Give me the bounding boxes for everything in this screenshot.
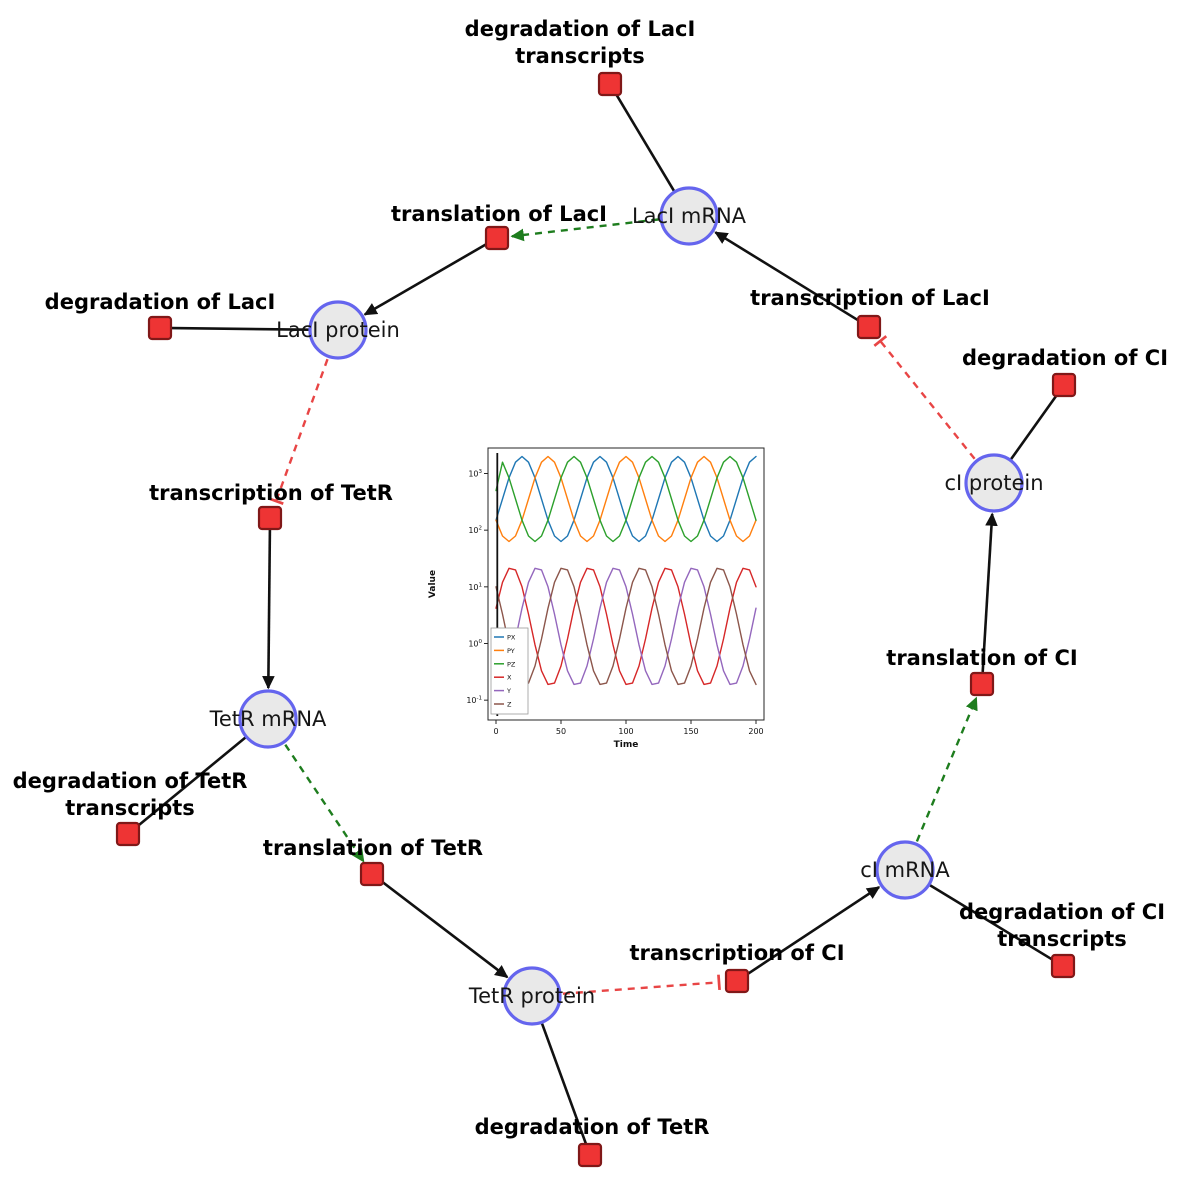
edge-production-transc_tetr-tetr_mrna (262, 529, 275, 690)
reaction-label-deg_laci: degradation of LacI (45, 290, 276, 314)
edge-production-transc_laci-laci_mrna (714, 231, 860, 322)
species-node-tetr_mrna[interactable] (238, 689, 298, 749)
reaction-label-transl_laci: translation of LacI (391, 202, 607, 226)
species-label-ci_mrna: cI mRNA (860, 858, 950, 882)
legend-label-Z: Z (507, 701, 512, 709)
reaction-label-transc_tetr: transcription of TetR (149, 481, 393, 505)
series-PY-line (495, 455, 757, 543)
edge-catalysis-ci_mrna-transl_ci (915, 696, 978, 842)
series-X-line (495, 567, 757, 686)
edge-inhibition-ci_prot-transc_laci (873, 335, 976, 460)
edge-production-transl_laci-laci_prot (363, 242, 488, 316)
edges-layer (136, 93, 1059, 1145)
reaction-label-transl_ci: translation of CI (886, 646, 1077, 670)
species-label-tetr_mrna: TetR mRNA (209, 707, 327, 731)
species-node-laci_prot[interactable] (308, 300, 368, 360)
species-node-tetr_prot[interactable] (502, 966, 562, 1026)
legend-label-PX: PX (507, 634, 516, 642)
edge-consumption-tetr_prot-deg_tetr (540, 1022, 588, 1145)
edge-production-transl_ci-ci_prot (981, 512, 998, 673)
reaction-label-transl_tetr: translation of TetR (263, 836, 483, 860)
x-tick-label: 100 (618, 727, 633, 736)
reaction-node-deg_tetr_tx[interactable] (115, 821, 141, 847)
reaction-node-transl_ci[interactable] (969, 671, 995, 697)
reaction-node-transl_laci[interactable] (484, 225, 510, 251)
edge-catalysis-laci_mrna-transl_laci (510, 218, 659, 242)
species-node-laci_mrna[interactable] (659, 186, 719, 246)
x-tick-label: 50 (556, 727, 566, 736)
y-axis-label: Value (428, 570, 438, 598)
species-node-ci_prot[interactable] (964, 453, 1024, 513)
series-PZ-line (495, 455, 757, 543)
reaction-node-deg_ci_tx[interactable] (1050, 953, 1076, 979)
edge-consumption-ci_mrna-deg_ci_tx (929, 883, 1054, 961)
edge-inhibition-tetr_prot-transc_ci (562, 974, 721, 995)
edge-production-transl_tetr-tetr_prot (380, 880, 509, 979)
series-Z-line (495, 567, 757, 686)
y-tick-label: 103 (468, 469, 482, 479)
reaction-node-deg_laci[interactable] (147, 315, 173, 341)
edge-consumption-tetr_mrna-deg_tetr_tx (136, 736, 247, 828)
legend-label-PY: PY (507, 647, 515, 655)
x-axis-label: Time (614, 740, 639, 750)
reaction-label-deg_ci: degradation of CI (962, 346, 1168, 370)
reaction-node-deg_laci_tx[interactable] (597, 71, 623, 97)
chart-frame (487, 447, 765, 721)
series-Y-line (495, 567, 757, 686)
legend-label-X: X (507, 674, 512, 682)
reaction-label-transc_ci: transcription of CI (629, 941, 844, 965)
species-label-ci_prot: cI protein (944, 471, 1043, 495)
reaction-node-transc_ci[interactable] (724, 968, 750, 994)
species-label-laci_mrna: LacI mRNA (632, 204, 747, 228)
nodes-layer (115, 71, 1077, 1168)
edge-catalysis-tetr_mrna-transl_tetr (284, 744, 365, 863)
y-tick-label: 101 (468, 582, 482, 592)
edge-inhibition-laci_prot-transc_tetr (268, 358, 329, 505)
edge-consumption-ci_prot-deg_ci (1009, 394, 1059, 461)
reaction-node-deg_tetr[interactable] (577, 1142, 603, 1168)
species-label-laci_prot: LacI protein (276, 318, 400, 342)
reaction-node-transc_tetr[interactable] (257, 505, 283, 531)
y-tick-label: 10-1 (466, 696, 482, 706)
x-tick-label: 150 (683, 727, 698, 736)
reaction-node-deg_ci[interactable] (1051, 372, 1077, 398)
reaction-label-transc_laci: transcription of LacI (750, 286, 990, 310)
species-label-tetr_prot: TetR protein (468, 984, 595, 1008)
x-tick-label: 200 (748, 727, 763, 736)
x-tick-label: 0 (493, 727, 498, 736)
y-tick-label: 100 (468, 639, 482, 649)
reaction-label-deg_tetr: degradation of TetR (475, 1115, 710, 1139)
edge-consumption-laci_prot-deg_laci (171, 326, 310, 331)
chart-legend-box (490, 627, 529, 715)
reaction-node-transl_tetr[interactable] (359, 861, 385, 887)
legend-label-PZ: PZ (507, 660, 516, 668)
y-tick-label: 102 (468, 526, 482, 536)
legend-label-Y: Y (506, 687, 511, 695)
edge-production-transc_ci-ci_mrna (746, 886, 881, 976)
reaction-node-transc_laci[interactable] (856, 314, 882, 340)
species-node-ci_mrna[interactable] (875, 840, 935, 900)
edge-consumption-laci_mrna-deg_laci_tx (615, 93, 676, 192)
